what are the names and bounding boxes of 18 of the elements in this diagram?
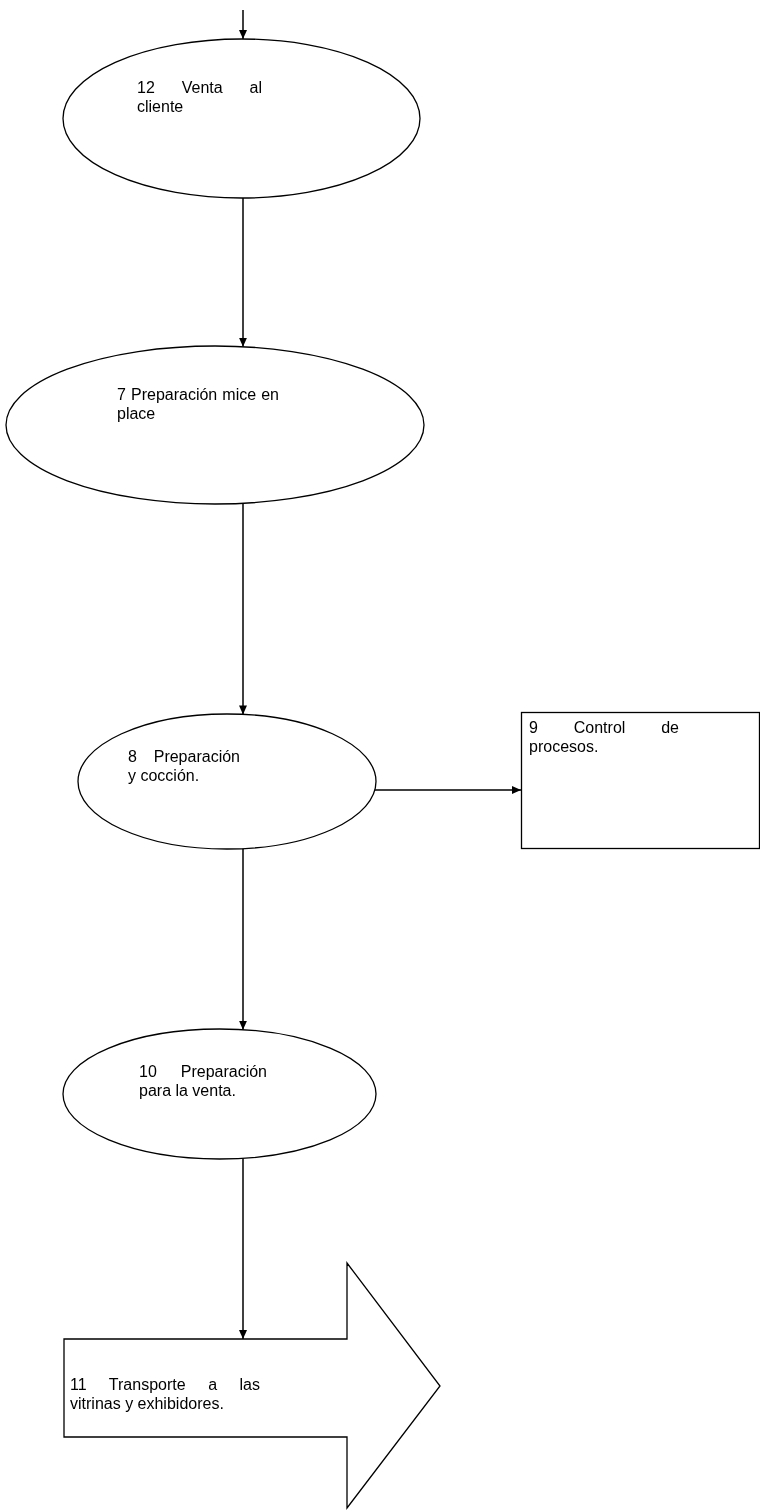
arrow [374,786,522,794]
arrow [239,9,247,40]
step-label: 8 Preparación y cocción. [128,747,240,785]
step-label: 12 Venta al cliente [137,78,262,116]
process-ellipse [5,345,425,505]
step-label: 9 Control de procesos. [529,718,679,756]
step-label: 7 Preparación mice en place [117,385,279,423]
arrow [239,1157,247,1340]
arrow [239,847,247,1031]
block-arrow-shape [63,1262,441,1509]
process-ellipse [62,38,421,199]
arrow [239,502,247,716]
step-label: 11 Transporte a las vitrinas y exhibidores. [70,1375,260,1413]
process-box [521,712,760,849]
process-ellipse [62,1028,377,1160]
process-ellipse [77,713,377,850]
arrow [239,197,247,348]
step-label: 10 Preparación para la venta. [139,1062,267,1100]
